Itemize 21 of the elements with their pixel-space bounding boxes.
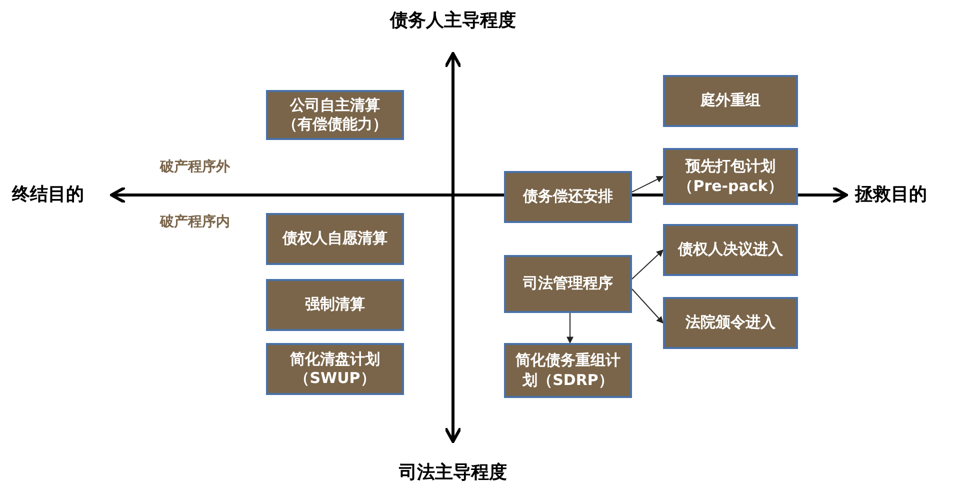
axis-label: 司法主导程度 xyxy=(399,461,507,484)
arrow xyxy=(566,312,574,344)
process-box: 强制清算 xyxy=(266,279,404,331)
process-box: 债权人自愿清算 xyxy=(266,213,404,265)
process-box: 法院颁令进入 xyxy=(663,297,798,349)
process-box: 预先打包计划 （Pre-pack） xyxy=(663,148,798,205)
region-label: 破产程序外 xyxy=(160,158,230,176)
axis-label: 债务人主导程度 xyxy=(390,9,516,32)
region-label: 破产程序内 xyxy=(160,213,230,231)
process-box: 司法管理程序 xyxy=(504,255,632,313)
process-box: 债权人决议进入 xyxy=(663,224,798,276)
axis-label: 终结目的 xyxy=(12,183,84,206)
process-box: 简化债务重组计划（SDRP） xyxy=(504,343,632,398)
arrow xyxy=(632,176,664,192)
process-box: 庭外重组 xyxy=(663,75,798,127)
arrow xyxy=(632,250,664,280)
process-box: 简化清盘计划 （SWUP） xyxy=(266,343,404,395)
axis-label: 拯救目的 xyxy=(855,183,927,206)
process-box: 债务偿还安排 xyxy=(504,171,632,223)
process-box: 公司自主清算 （有偿债能力） xyxy=(266,90,404,140)
arrow xyxy=(632,288,664,324)
